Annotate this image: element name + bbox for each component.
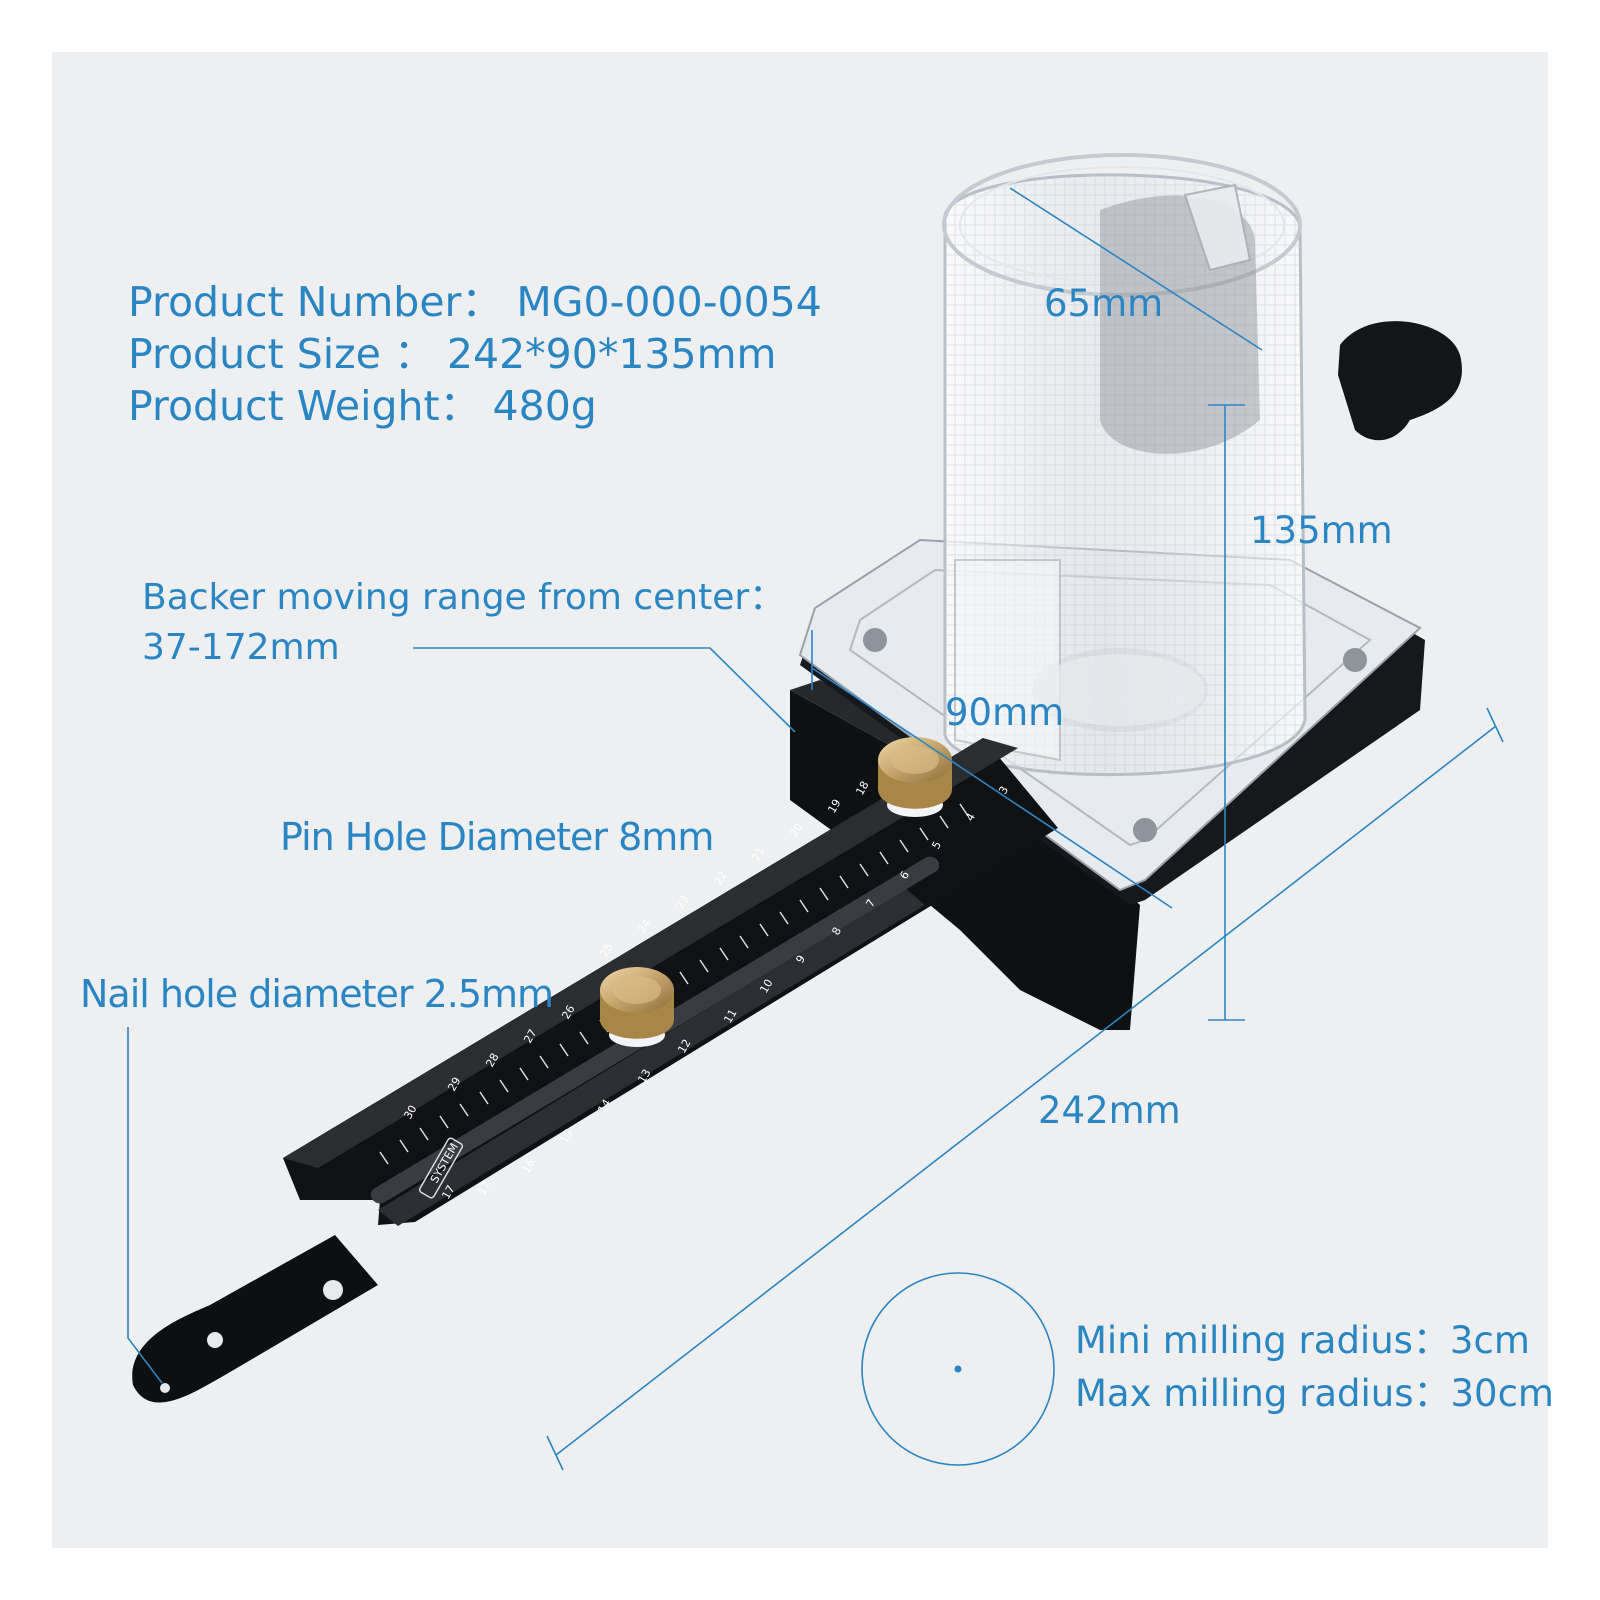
product-size-label: Product Size ：: [128, 330, 435, 378]
scale-number: 17: [439, 1183, 457, 1202]
scale-number: 13: [635, 1067, 653, 1086]
scale-number: 29: [445, 1075, 463, 1094]
scale-number: 15: [557, 1127, 575, 1146]
clear-cylinder: [942, 153, 1307, 777]
length-dimension-line: [555, 725, 1497, 1456]
product-size-value: 242*90*135mm: [446, 330, 777, 378]
scale-number: 18: [853, 779, 871, 798]
scale-number: 14: [595, 1097, 613, 1116]
scale-number: 23: [673, 893, 691, 912]
backer-range-value: 37-172mm: [142, 627, 340, 668]
scale-number: 19: [825, 797, 843, 816]
scale-number: 27: [521, 1027, 539, 1046]
outer-scale: 17 18 19 20 21 22 23 24 25 26 27 28 29 3…: [401, 779, 871, 1202]
scale-number: 11: [721, 1007, 739, 1026]
scale-number: 24: [635, 917, 653, 936]
width-label: 90mm: [945, 691, 1065, 734]
scale-number: 25: [597, 941, 615, 960]
clamp-knob: [1338, 321, 1462, 441]
diameter-label: 65mm: [1044, 282, 1164, 325]
product-weight-row: Product Weight：480g: [128, 386, 597, 427]
product-size-row: Product Size ：242*90*135mm: [128, 334, 776, 375]
scale-number: 28: [483, 1051, 501, 1070]
backer-range-label: Backer moving range from center：: [142, 577, 786, 618]
scale-number: 17: [475, 1179, 493, 1198]
product-number-label: Product Number：: [128, 278, 503, 326]
pin-hole-label: Pin Hole Diameter 8mm: [280, 815, 714, 859]
product-weight-value: 480g: [492, 382, 597, 430]
scale-number: 12: [675, 1037, 693, 1056]
height-label: 135mm: [1250, 509, 1393, 552]
max-radius-label: Max milling radius：30cm: [1075, 1372, 1554, 1415]
product-number-row: Product Number：MG0-000-0054: [128, 282, 822, 323]
trammel-tail: [132, 1235, 378, 1403]
product-weight-label: Product Weight：: [128, 382, 481, 430]
scale-number: 10: [757, 977, 775, 996]
nail-hole: [160, 1383, 170, 1393]
nail-leader-line: [127, 1027, 163, 1384]
scale-number: 30: [401, 1103, 419, 1122]
lower-brass-knob[interactable]: [600, 967, 674, 1047]
upper-brass-knob[interactable]: [878, 737, 952, 817]
inner-scale: 3 4 5 6 7 8 9 10 11 12 13 14 15 16 17: [475, 784, 1011, 1198]
scale-number: 22: [711, 869, 729, 888]
backer-leader-line: [413, 647, 796, 733]
scale-number: 26: [559, 1003, 577, 1022]
scale-number: 20: [787, 821, 805, 840]
nail-hole-label: Nail hole diameter 2.5mm: [80, 972, 554, 1016]
mini-radius-label: Mini milling radius：3cm: [1075, 1319, 1530, 1362]
diameter-dimension-line: [1009, 187, 1263, 351]
scale-number: 16: [519, 1157, 537, 1176]
annotation-lines: [127, 187, 1504, 1471]
product-number-value: MG0-000-0054: [516, 278, 822, 326]
width-dimension-line: [811, 667, 1173, 909]
milling-radius-circle: [861, 1272, 1055, 1466]
length-label: 242mm: [1038, 1089, 1181, 1132]
scale-number: 21: [749, 845, 767, 864]
